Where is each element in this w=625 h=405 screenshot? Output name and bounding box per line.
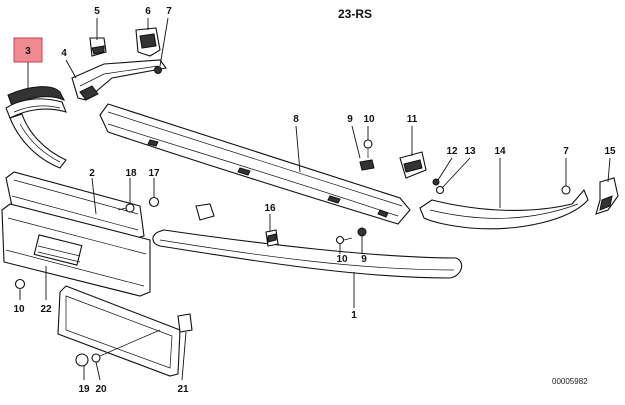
callout-5[interactable]: 5 [94, 6, 100, 17]
callout-10-upper[interactable]: 10 [363, 114, 375, 125]
part-3-bumper-strip[interactable] [5, 86, 67, 169]
callout-11[interactable]: 11 [407, 114, 418, 125]
part-20-screw[interactable] [91, 329, 161, 363]
callout-10-lower[interactable]: 10 [336, 254, 348, 265]
part-11-bracket[interactable] [399, 151, 427, 179]
callout-18[interactable]: 18 [125, 168, 137, 179]
part-14-side-trim[interactable] [419, 188, 589, 230]
callout-19[interactable]: 19 [78, 384, 90, 395]
callouts: 3 4 5 6 7 8 9 10 11 12 13 14 7 15 2 18 1… [13, 6, 616, 395]
callout-1[interactable]: 1 [351, 310, 357, 321]
callout-12[interactable]: 12 [446, 146, 458, 157]
diagram-code: 00005982 [552, 377, 588, 386]
part-8-bumper-carrier[interactable] [99, 103, 411, 225]
callout-9-lower[interactable]: 9 [361, 254, 367, 265]
callout-7-right[interactable]: 7 [563, 146, 569, 157]
callout-13[interactable]: 13 [464, 146, 476, 157]
part-7-nut-top[interactable] [154, 66, 162, 74]
callout-4[interactable]: 4 [61, 48, 67, 59]
callout-20[interactable]: 20 [95, 384, 107, 395]
leader-lines [19, 17, 611, 381]
callout-21[interactable]: 21 [177, 384, 189, 395]
callout-16[interactable]: 16 [264, 203, 276, 214]
part-22-license-plate-base[interactable] [1, 203, 151, 297]
part-1-bumper[interactable] [152, 229, 463, 279]
part-4-bracket[interactable] [71, 59, 167, 101]
part-13-screw[interactable] [435, 185, 445, 195]
callout-17[interactable]: 17 [148, 168, 160, 179]
part-17-nut[interactable] [148, 196, 160, 208]
part-12-washer[interactable] [432, 178, 440, 186]
callout-3-highlight [13, 37, 43, 63]
part-9-nut-lower[interactable] [357, 227, 367, 237]
bracket-clip-center[interactable] [195, 203, 215, 221]
callout-14[interactable]: 14 [494, 146, 506, 157]
part-6-holder[interactable] [135, 27, 161, 57]
part-21-license-plate-frame[interactable] [57, 285, 193, 377]
part-16-clip[interactable] [265, 229, 279, 247]
part-10-bolt-upper[interactable] [363, 139, 373, 158]
callout-15[interactable]: 15 [604, 146, 616, 157]
diagram-title: 23-RS [338, 7, 372, 21]
callout-6[interactable]: 6 [145, 6, 151, 17]
part-15-end-cap[interactable] [595, 177, 619, 215]
callout-3[interactable]: 3 [25, 46, 31, 57]
part-5-clip[interactable] [89, 37, 107, 57]
callout-9-upper[interactable]: 9 [347, 114, 353, 125]
callout-8[interactable]: 8 [293, 114, 299, 125]
part-10-bolt-lower[interactable] [335, 235, 353, 245]
callout-2[interactable]: 2 [89, 168, 95, 179]
callout-7-top[interactable]: 7 [166, 6, 172, 17]
callout-22[interactable]: 22 [40, 304, 52, 315]
part-9-nut-upper[interactable] [359, 159, 375, 171]
callout-10-left[interactable]: 10 [13, 304, 25, 315]
part-19-cap[interactable] [75, 353, 89, 367]
part-7-nut-right[interactable] [561, 185, 571, 195]
